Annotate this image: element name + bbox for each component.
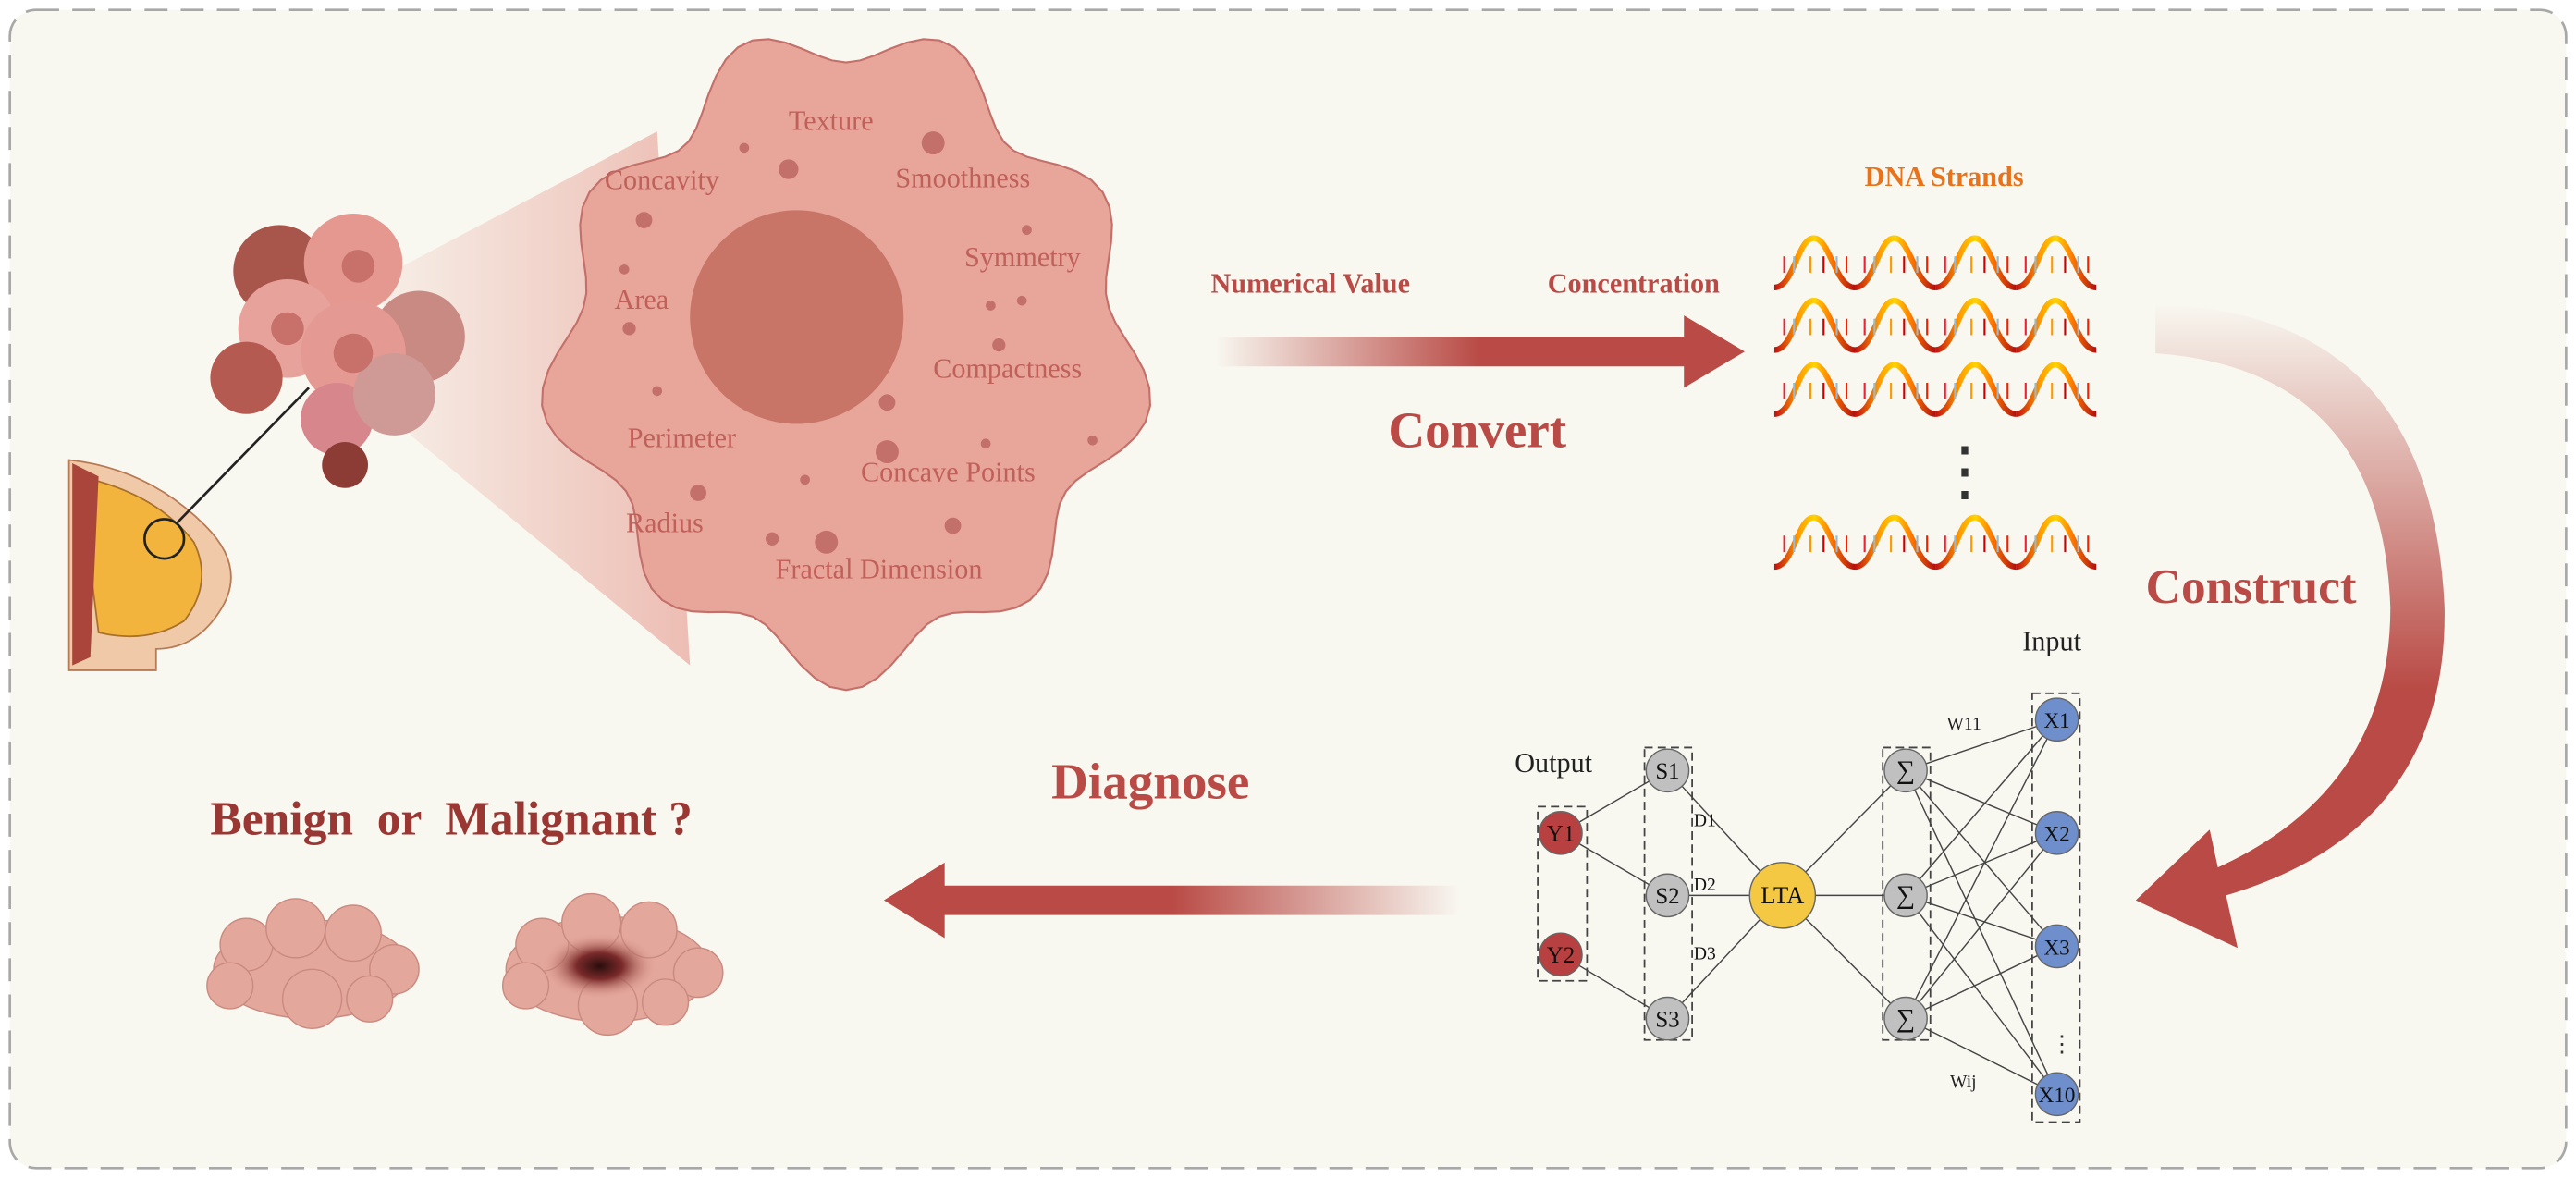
svg-text:LTA: LTA [1760,881,1805,909]
svg-text:X10: X10 [2039,1083,2076,1107]
weight-w11: W11 [1947,715,1981,734]
malignant-tumor [501,892,724,1037]
dna-strand [1934,235,2017,291]
dna-strand [1854,298,1936,353]
nucleus [690,210,904,424]
svg-text:∑: ∑ [1896,881,1915,910]
feature-smoothness: Smoothness [895,163,1030,194]
dna-strand [2015,298,2097,353]
feature-symmetry: Symmetry [964,241,1081,273]
distance-label: D2 [1694,876,1716,895]
state-node-3: S3 [1645,996,1690,1041]
diagnose-arrow [883,862,1459,939]
state-node-2: S2 [1645,873,1690,918]
dna-strand [1773,362,1856,417]
dna-strand [1934,514,2017,571]
cell-cluster [210,213,465,488]
lta-node: LTA [1748,862,1817,929]
input-ellipsis: ⋮ [2050,1032,2073,1057]
dna-ellipsis: ⋮ [1932,436,1998,508]
distance-label: D3 [1694,945,1716,964]
dna-strand [1854,514,1936,571]
svg-text:S1: S1 [1655,759,1679,784]
dna-strand [1773,298,1856,353]
svg-text:X1: X1 [2043,708,2069,732]
feature-concavity: Concavity [605,164,719,195]
svg-text:X3: X3 [2043,935,2069,959]
feature-texture: Texture [789,104,874,136]
magnify-circle [143,518,186,560]
dna-strand [1773,235,1856,291]
svg-text:Y1: Y1 [1547,822,1575,847]
construct-label: Construct [2146,559,2357,614]
convert-arrow [1215,315,1745,388]
breast-illustration [67,387,310,671]
dna-strand [2015,235,2097,291]
svg-text:∑: ∑ [1896,756,1915,785]
input-node-3: X3 [2034,924,2079,969]
numerical-value-label: Numerical Value [1211,267,1411,299]
output-node-1: Y1 [1539,811,1583,855]
dna-strands [1773,235,2097,571]
diagnosis-question: Benign or Malignant ? [210,793,692,846]
benign-tumor [206,898,420,1029]
weight-wij: Wij [1950,1073,1977,1092]
dna-strand [1934,362,2017,417]
svg-text:S3: S3 [1655,1008,1679,1033]
sum-node-3: ∑ [1883,996,1928,1041]
input-label: Input [2022,626,2081,657]
concentration-label: Concentration [1548,267,1720,299]
output-node-2: Y2 [1539,932,1583,977]
svg-text:S2: S2 [1655,884,1679,909]
diagnose-label: Diagnose [1051,754,1249,810]
input-node-2: X2 [2034,811,2079,855]
input-node-1: X1 [2034,697,2079,742]
feature-radius: Radius [626,508,704,539]
tumor-cell: Texture Concavity Smoothness Symmetry Ar… [541,38,1152,692]
input-node-4: X10 [2034,1072,2079,1117]
dna-strand [2015,514,2097,571]
dna-strand [1854,362,1936,417]
svg-text:∑: ∑ [1896,1005,1915,1034]
svg-text:Y2: Y2 [1547,943,1575,968]
distance-label: D1 [1694,812,1716,831]
construct-arrow [2135,303,2445,949]
dna-strand [1934,298,2017,353]
sum-node-2: ∑ [1883,873,1928,918]
convert-label: Convert [1388,401,1566,458]
dna-strand [1773,514,1856,571]
feature-perimeter: Perimeter [628,422,736,453]
svg-text:X2: X2 [2043,822,2069,846]
dna-strands-title: DNA Strands [1865,161,2024,192]
feature-concave-points: Concave Points [861,457,1036,488]
feature-fractal-dimension: Fractal Dimension [776,553,983,584]
feature-compactness: Compactness [933,353,1082,385]
state-node-1: S1 [1645,748,1690,793]
feature-area: Area [615,284,669,315]
output-label: Output [1515,747,1592,779]
sum-node-1: ∑ [1883,748,1928,793]
dna-strand [1854,235,1936,291]
dna-strand [2015,362,2097,417]
